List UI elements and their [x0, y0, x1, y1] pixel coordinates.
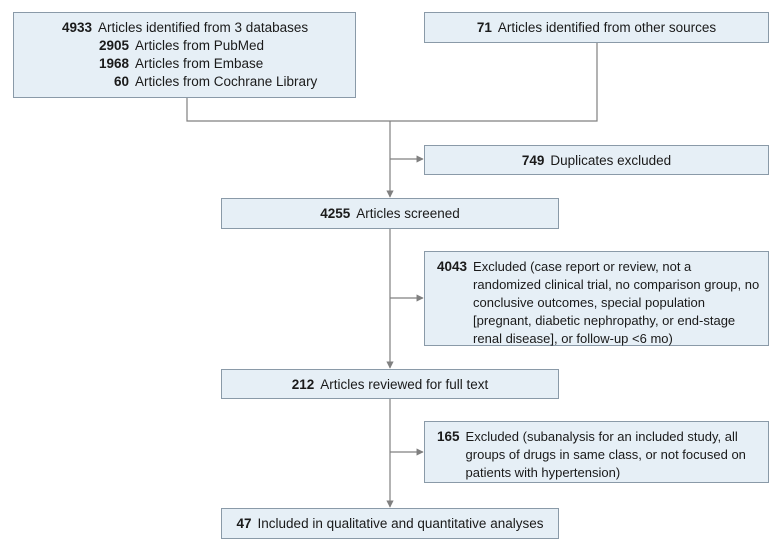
label: Duplicates excluded: [550, 153, 672, 168]
count: 4043: [437, 259, 468, 274]
label: Articles from Embase: [135, 56, 264, 71]
count: 212: [291, 377, 315, 392]
databases-box: 4933 Articles identified from 3 database…: [13, 12, 356, 98]
count: 71: [476, 20, 492, 35]
other-sources-box: 71 Articles identified from other source…: [424, 12, 769, 43]
count: 47: [236, 516, 252, 531]
count: 165: [437, 429, 460, 444]
count: 4255: [320, 206, 351, 221]
fulltext-line: 212 Articles reviewed for full text: [222, 376, 558, 394]
databases-line-embase: 1968 Articles from Embase: [14, 55, 355, 73]
label: Articles reviewed for full text: [320, 377, 489, 392]
label: Articles from Cochrane Library: [135, 74, 318, 89]
label: Included in qualitative and quantitative…: [257, 516, 544, 531]
count: 1968: [98, 56, 129, 71]
screened-box: 4255 Articles screened: [221, 198, 559, 229]
databases-line-cochrane: 60 Articles from Cochrane Library: [14, 73, 355, 91]
label: Excluded (case report or review, not a r…: [473, 259, 760, 346]
screened-line: 4255 Articles screened: [222, 205, 558, 223]
count: 749: [521, 153, 545, 168]
label: Articles screened: [356, 206, 460, 221]
excluded-fulltext-box: 165 Excluded (subanalysis for an include…: [424, 421, 769, 483]
count: 60: [113, 74, 129, 89]
count: 4933: [61, 20, 92, 35]
other-sources-line: 71 Articles identified from other source…: [425, 19, 768, 37]
label: Articles from PubMed: [135, 38, 265, 53]
excluded-screening-box: 4043 Excluded (case report or review, no…: [424, 251, 769, 346]
merge-line: [186, 43, 598, 122]
count: 2905: [98, 38, 129, 53]
excluded-fulltext-line: 165 Excluded (subanalysis for an include…: [437, 428, 760, 482]
label: Articles identified from other sources: [497, 20, 717, 35]
included-box: 47 Included in qualitative and quantitat…: [221, 508, 559, 539]
duplicates-line: 749 Duplicates excluded: [425, 152, 768, 170]
label: Articles identified from 3 databases: [98, 20, 309, 35]
fulltext-box: 212 Articles reviewed for full text: [221, 369, 559, 399]
included-line: 47 Included in qualitative and quantitat…: [222, 515, 558, 533]
databases-line-pubmed: 2905 Articles from PubMed: [14, 37, 355, 55]
label: Excluded (subanalysis for an included st…: [465, 429, 746, 480]
excluded-screening-line: 4043 Excluded (case report or review, no…: [437, 258, 760, 348]
databases-line-total: 4933 Articles identified from 3 database…: [14, 19, 355, 37]
duplicates-box: 749 Duplicates excluded: [424, 145, 769, 175]
